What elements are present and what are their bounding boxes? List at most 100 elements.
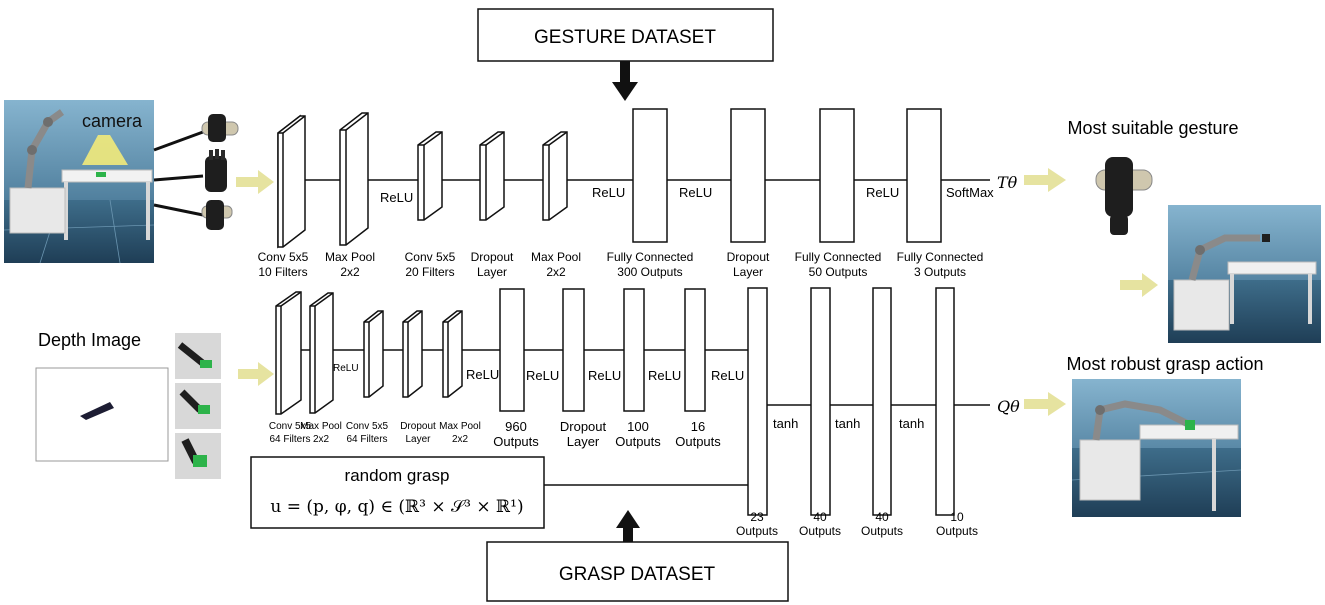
tanh-label: tanh	[773, 416, 798, 431]
bottom-layer-conv1	[275, 291, 302, 415]
bottom-layer-maxpool1	[309, 292, 334, 414]
layer-caption: 10	[950, 510, 964, 524]
top-output-symbol: Tθ	[997, 173, 1018, 192]
layer-caption: 20 Filters	[405, 265, 454, 279]
bottom-layer-maxpool2	[442, 310, 463, 398]
top-layer-dropout2	[730, 108, 766, 243]
grasp-arrow-head	[616, 510, 640, 528]
top-layer-maxpool1	[339, 112, 369, 246]
layer-caption: Dropout	[560, 419, 607, 434]
layer-caption: Outputs	[675, 434, 721, 449]
depth-image-plot	[35, 367, 169, 462]
layer-caption: Max Pool	[439, 421, 481, 432]
layer-caption: Outputs	[736, 524, 778, 538]
bottom-fc-captions: 23 Outputs 40 Outputs 40 Outputs 10 Outp…	[736, 510, 978, 538]
layer-caption: 960	[505, 419, 527, 434]
top-activation: ReLU	[679, 185, 712, 200]
tanh-label: tanh	[835, 416, 860, 431]
bottom-layer-fc100	[623, 288, 645, 412]
layer-caption: Max Pool	[300, 421, 342, 432]
output-top-label: Most suitable gesture	[1067, 118, 1238, 138]
layer-caption: 64 Filters	[346, 434, 387, 445]
layer-caption: Outputs	[936, 524, 978, 538]
top-layer-fc300	[632, 108, 668, 243]
layer-caption: Conv 5x5	[346, 421, 389, 432]
tanh-label: tanh	[899, 416, 924, 431]
layer-caption: Outputs	[615, 434, 661, 449]
layer-caption: 3 Outputs	[914, 265, 966, 279]
layer-caption: Layer	[405, 434, 431, 445]
layer-caption: Layer	[477, 265, 507, 279]
bottom-layer-fc960	[499, 288, 525, 412]
top-activation: ReLU	[380, 190, 413, 205]
gesture-arrow-head	[612, 82, 638, 101]
top-layer-conv1	[277, 114, 306, 249]
random-grasp-title: random grasp	[345, 466, 450, 485]
layer-caption: Conv 5x5	[405, 250, 456, 264]
gesture-hand-icon	[201, 114, 239, 142]
layer-caption: 23	[750, 510, 764, 524]
bottom-layer-fc23	[747, 287, 768, 516]
layer-caption: 300 Outputs	[617, 265, 682, 279]
output-bottom-label: Most robust grasp action	[1066, 354, 1263, 374]
top-layer-fc3	[906, 108, 942, 243]
layer-caption: 10 Filters	[258, 265, 307, 279]
bottom-layer-fc16	[684, 288, 706, 412]
layer-caption: Max Pool	[531, 250, 581, 264]
grasp-dataset-box	[486, 541, 789, 602]
bottom-layer-captions: Conv 5x5 64 Filters Max Pool 2x2 Conv 5x…	[269, 419, 721, 449]
gesture-dataset-label: GESTURE DATASET	[534, 27, 716, 48]
layer-caption: 2x2	[313, 434, 330, 445]
bottom-layer-dropout2	[562, 288, 585, 412]
gesture-arrow-shaft	[620, 61, 630, 85]
bottom-layer-conv2	[363, 310, 384, 398]
bottom-activation: ReLU	[648, 368, 681, 383]
gesture-hand-icon	[205, 149, 227, 192]
layer-caption: 2x2	[452, 434, 469, 445]
layer-caption: Outputs	[861, 524, 903, 538]
layer-caption: 2x2	[546, 265, 566, 279]
layer-caption: Conv 5x5	[258, 250, 309, 264]
bottom-layer-fc40a	[810, 287, 831, 516]
layer-caption: 40	[875, 510, 889, 524]
layer-caption: Fully Connected	[607, 250, 694, 264]
input-arrow-bottom	[238, 362, 274, 386]
bottom-activation: ReLU	[526, 368, 559, 383]
top-layer-captions: Conv 5x5 10 Filters Max Pool 2x2 Conv 5x…	[258, 250, 984, 279]
depth-image-label: Depth Image	[38, 330, 141, 350]
top-activation: SoftMax	[946, 185, 994, 200]
random-grasp-formula: u = (p, φ, q) ∈ (ℝ³ × 𝒮³ × ℝ¹)	[270, 497, 523, 517]
bottom-activation: ReLU	[466, 367, 499, 382]
layer-caption: Outputs	[493, 434, 539, 449]
top-activation: ReLU	[866, 185, 899, 200]
layer-caption: Layer	[567, 434, 600, 449]
bottom-activation: ReLU	[711, 368, 744, 383]
layer-caption: Dropout	[400, 421, 436, 432]
grasp-thumbnail	[175, 433, 221, 479]
layer-caption: Dropout	[727, 250, 770, 264]
grasp-dataset-label: GRASP DATASET	[559, 564, 716, 585]
top-layer-maxpool2	[542, 131, 568, 221]
top-activation: ReLU	[592, 185, 625, 200]
layer-caption: Conv 5x5	[269, 421, 312, 432]
bottom-layer-fc10	[935, 287, 955, 516]
gesture-dataset-box	[477, 8, 774, 62]
connector-line	[153, 174, 204, 182]
layer-caption: 50 Outputs	[809, 265, 868, 279]
camera-scene	[3, 100, 155, 264]
grasp-thumbnail	[175, 383, 221, 429]
robot-scene-bottom	[1071, 379, 1242, 517]
output-arrow-mid	[1120, 273, 1158, 297]
layer-caption: 16	[691, 419, 705, 434]
connector-line	[153, 203, 204, 217]
suitable-gesture-hand-icon	[1095, 157, 1153, 235]
random-grasp-box	[250, 456, 545, 529]
camera-label: camera	[82, 111, 143, 131]
layer-caption: 64 Filters	[269, 434, 310, 445]
grasp-thumbnail	[175, 333, 221, 379]
output-arrow-top	[1024, 168, 1066, 192]
top-layer-fc50	[819, 108, 855, 243]
bottom-layer-dropout1	[402, 310, 423, 398]
layer-caption: Fully Connected	[795, 250, 882, 264]
